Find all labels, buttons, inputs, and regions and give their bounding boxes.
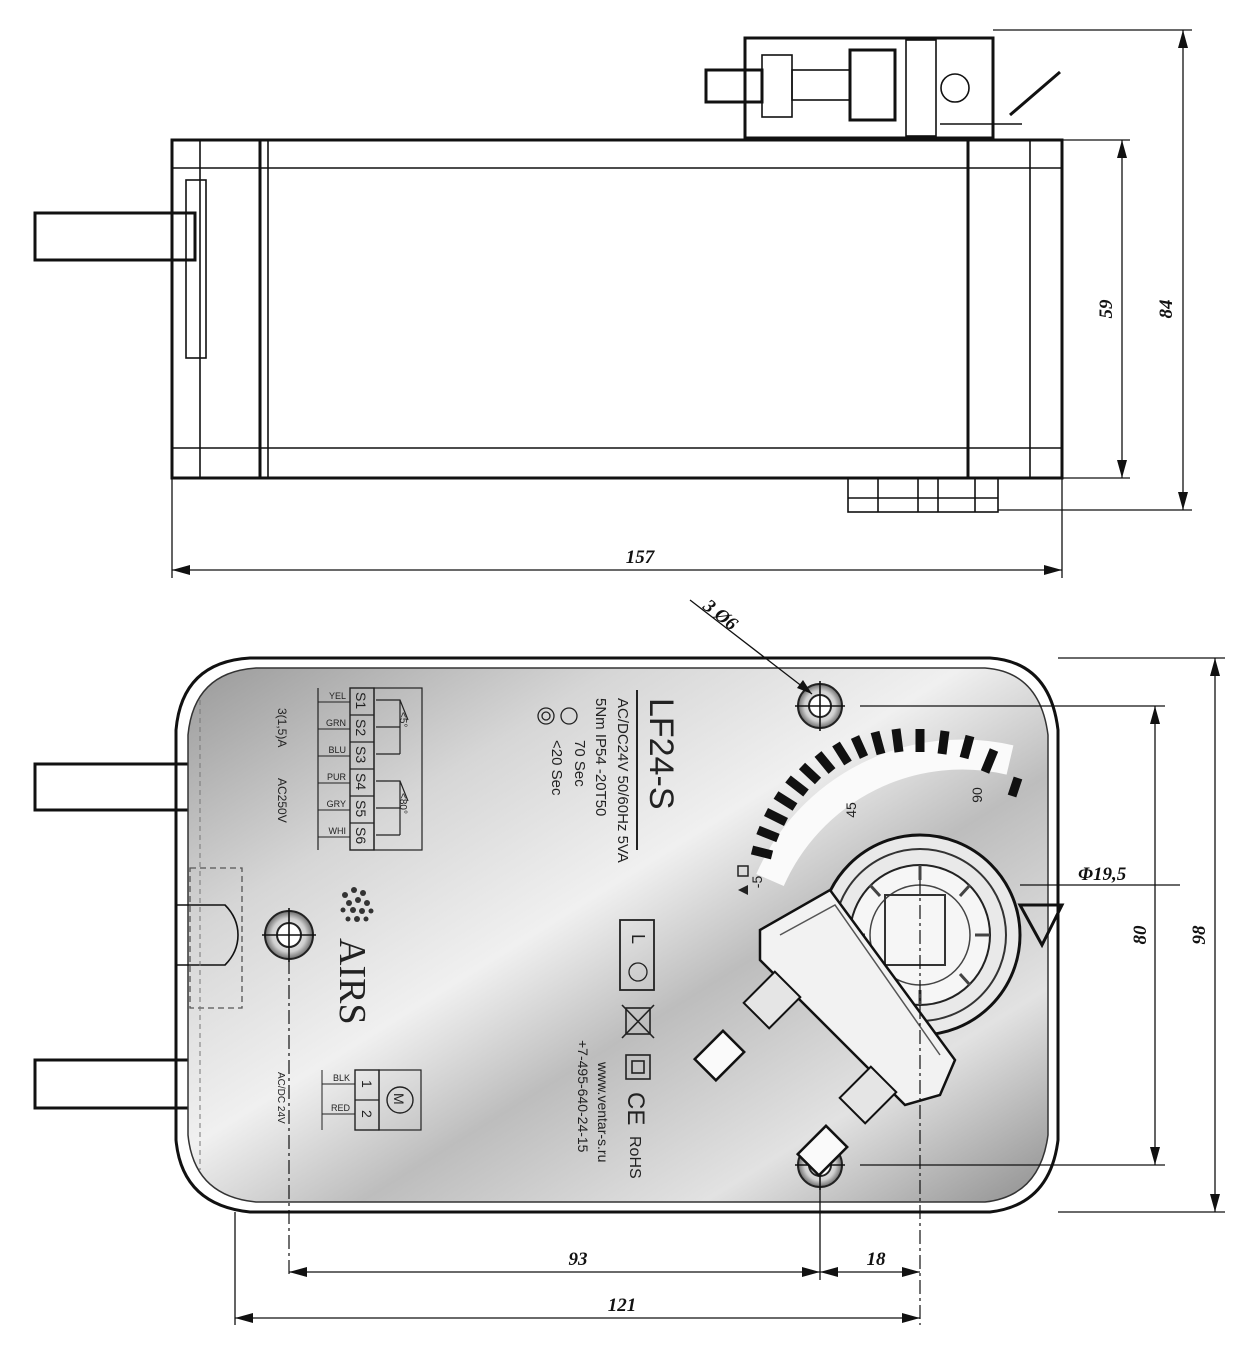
dim-hole-offset: 18: [820, 1249, 920, 1277]
spring-time-text: <20 Sec: [548, 740, 565, 796]
terminal-s1: S1: [353, 692, 369, 709]
double-insulation-icon: [625, 1054, 651, 1080]
rohs-mark: RoHS: [626, 1136, 643, 1179]
printed-label: LF24-S AC/DC24V 50/60Hz 5VA 5Nm IP54 -20…: [275, 687, 680, 1179]
shaft-stub-lower: [33, 1058, 207, 1110]
dim-hole-spacing-text: 80: [1130, 925, 1151, 945]
specs-text: 5Nm IP54 -20T50: [592, 698, 609, 816]
wire-blk: BLK: [333, 1073, 350, 1083]
spring-time-icon: [537, 707, 555, 725]
scale-mark-45: 45: [843, 802, 859, 818]
dim-total-height: 84: [993, 29, 1192, 511]
l-mark: L: [628, 934, 648, 944]
dim-to-shaft: 93: [289, 1249, 820, 1277]
terminal-s6: S6: [353, 827, 369, 844]
dim-hole-spacing: 80: [860, 705, 1165, 1166]
dim-total-length-text: 121: [608, 1295, 637, 1316]
dim-total-height-text: 84: [1156, 300, 1177, 319]
switch-2-label: <80°: [397, 793, 408, 814]
dim-total-length: 121: [235, 1295, 920, 1323]
housing-outline: [170, 138, 1064, 480]
spring-icon: [628, 962, 648, 982]
power-terminal-block: 1 2 M BLK RED: [321, 1069, 422, 1131]
face-view: -5 45 90: [33, 595, 1225, 1325]
mount-hole-left: [262, 908, 316, 962]
mount-hole-top: [795, 681, 845, 731]
dim-length-text: 157: [626, 547, 656, 568]
dim-shaft-diameter: Φ19,5: [1020, 864, 1180, 886]
website-text: www.ventar-s.ru: [595, 1061, 611, 1162]
power-label: AC/DC 24V: [275, 1072, 286, 1124]
spring-return-box: [619, 919, 655, 991]
wire-gry: GRY: [327, 799, 346, 809]
terminal-s2: S2: [353, 719, 369, 736]
motor-time-icon: [560, 707, 578, 725]
wire-blu: BLU: [328, 745, 346, 755]
relay-voltage: AC250V: [275, 778, 289, 823]
weee-icon: [621, 1004, 655, 1039]
clamp-assembly-side: [704, 36, 1061, 140]
power-terminal-1: 1: [359, 1080, 375, 1088]
motor-icon: [386, 1086, 414, 1114]
supply-text: AC/DC24V 50/60Hz 5VA: [614, 698, 631, 863]
angle-scale: -5 45 90: [737, 728, 1023, 895]
switch-1-label: <5°: [397, 712, 408, 727]
dim-width: 98: [1058, 657, 1225, 1213]
mount-flange: [185, 179, 207, 359]
dim-body-height-text: 59: [1096, 299, 1117, 319]
motor-symbol: M: [391, 1093, 407, 1105]
dim-holes-text: 3 Ø6: [698, 595, 742, 636]
shaft-stub: [33, 211, 197, 262]
dim-width-text: 98: [1189, 925, 1210, 945]
wire-red: RED: [331, 1103, 351, 1113]
wire-whi: WHI: [329, 826, 347, 836]
brand-dots-icon: [340, 887, 374, 922]
power-terminal-2: 2: [359, 1110, 375, 1118]
scale-mark-minus5: -5: [749, 876, 765, 889]
wire-pur: PUR: [327, 772, 347, 782]
model-name: LF24-S: [642, 698, 680, 810]
terminal-s4: S4: [353, 773, 369, 790]
dim-length: 157: [171, 478, 1063, 578]
dim-hole-offset-text: 18: [867, 1249, 887, 1270]
dim-to-shaft-text: 93: [569, 1249, 588, 1270]
terminal-block: S1 S2 S3 S4 S5 S6 <5° <80°: [317, 687, 423, 851]
housing-face: [174, 656, 1060, 1214]
phone-text: +7-495-640-24-15: [575, 1040, 591, 1153]
wire-yel: YEL: [329, 691, 346, 701]
scale-mark-90: 90: [969, 787, 985, 803]
terminal-s5: S5: [353, 800, 369, 817]
relay-rating: 3(1,5)A: [275, 708, 289, 747]
bottom-connectors: [847, 477, 999, 513]
wire-grn: GRN: [326, 718, 346, 728]
motor-time-text: 70 Sec: [571, 740, 588, 787]
shaft-stub-upper: [33, 762, 207, 812]
dim-body-height: 59: [1062, 139, 1130, 479]
brand-logo: AIRS: [331, 938, 373, 1025]
side-view: 157 59 84: [33, 29, 1192, 578]
ce-mark: CE: [622, 1092, 649, 1125]
dim-shaft-diameter-text: Φ19,5: [1078, 864, 1127, 885]
terminal-s3: S3: [353, 746, 369, 763]
